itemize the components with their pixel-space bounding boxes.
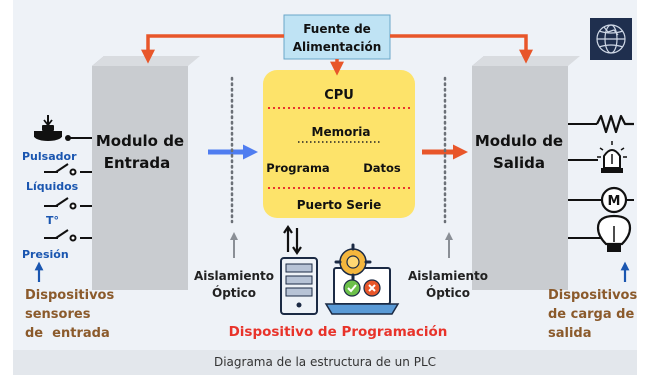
- output-module-title-line1: Modulo de: [475, 132, 563, 150]
- power-supply-line2: Alimentación: [293, 40, 382, 54]
- input-devices-line3: de entrada: [25, 326, 110, 341]
- input-module-title-line1: Modulo de: [96, 132, 184, 150]
- motor-symbol: M: [608, 194, 621, 209]
- isolation-left-line2: Óptico: [212, 285, 256, 300]
- sensor-bus: [70, 137, 92, 239]
- caption-bar: [13, 350, 637, 375]
- serial-port-label: Puerto Serie: [297, 198, 382, 212]
- isolation-right-line1: Aislamiento: [408, 269, 488, 283]
- laptop-gear-icon: [324, 243, 400, 315]
- output-devices-line1: Dispositivos: [548, 288, 637, 303]
- cpu-label: CPU: [324, 88, 354, 103]
- output-devices-line2: de carga de: [548, 307, 634, 322]
- power-arrow-to-output: [390, 34, 533, 64]
- actuator-bus: [568, 123, 604, 239]
- power-arrow-to-input: [141, 34, 284, 64]
- input-module-box: [92, 56, 200, 290]
- output-module-title-line2: Salida: [493, 154, 545, 172]
- switch-icon: [44, 229, 77, 242]
- isolation-right-line2: Óptico: [426, 285, 470, 300]
- output-module-box: [472, 56, 580, 290]
- sensor-temperature-label: T°: [46, 214, 59, 227]
- input-module-title-line2: Entrada: [104, 154, 170, 172]
- cpu-block: [263, 70, 415, 218]
- motor-icon: M: [600, 186, 634, 214]
- sensor-liquids-label: Líquidos: [26, 180, 79, 193]
- programming-device-label: Dispositivo de Programación: [229, 324, 448, 340]
- input-devices-line1: Dispositivos: [25, 288, 114, 303]
- memory-label: Memoria: [312, 125, 371, 139]
- bulb-icon: [596, 214, 632, 252]
- sensor-pressure-label: Presión: [22, 248, 69, 261]
- globe-logo-icon: [596, 24, 626, 54]
- power-supply-box: [283, 14, 391, 60]
- pilot-lamp-icon: [597, 141, 627, 173]
- server-icon: [280, 257, 318, 315]
- data-label: Datos: [363, 161, 401, 175]
- isolation-left-line1: Aislamiento: [194, 269, 274, 283]
- switch-icon: [44, 163, 77, 176]
- figure-caption: Diagrama de la estructura de un PLC: [213, 355, 437, 369]
- program-label: Programa: [266, 161, 329, 175]
- switch-icon: [44, 197, 77, 210]
- pushbutton-icon: [34, 115, 71, 141]
- input-devices-line2: sensores: [25, 307, 91, 322]
- output-devices-line3: salida: [548, 326, 592, 341]
- power-supply-line1: Fuente de: [303, 22, 371, 36]
- bidirectional-arrow-icon: [283, 225, 302, 255]
- sensor-pushbutton-label: Pulsador: [22, 150, 77, 163]
- resistor-icon: [596, 114, 634, 134]
